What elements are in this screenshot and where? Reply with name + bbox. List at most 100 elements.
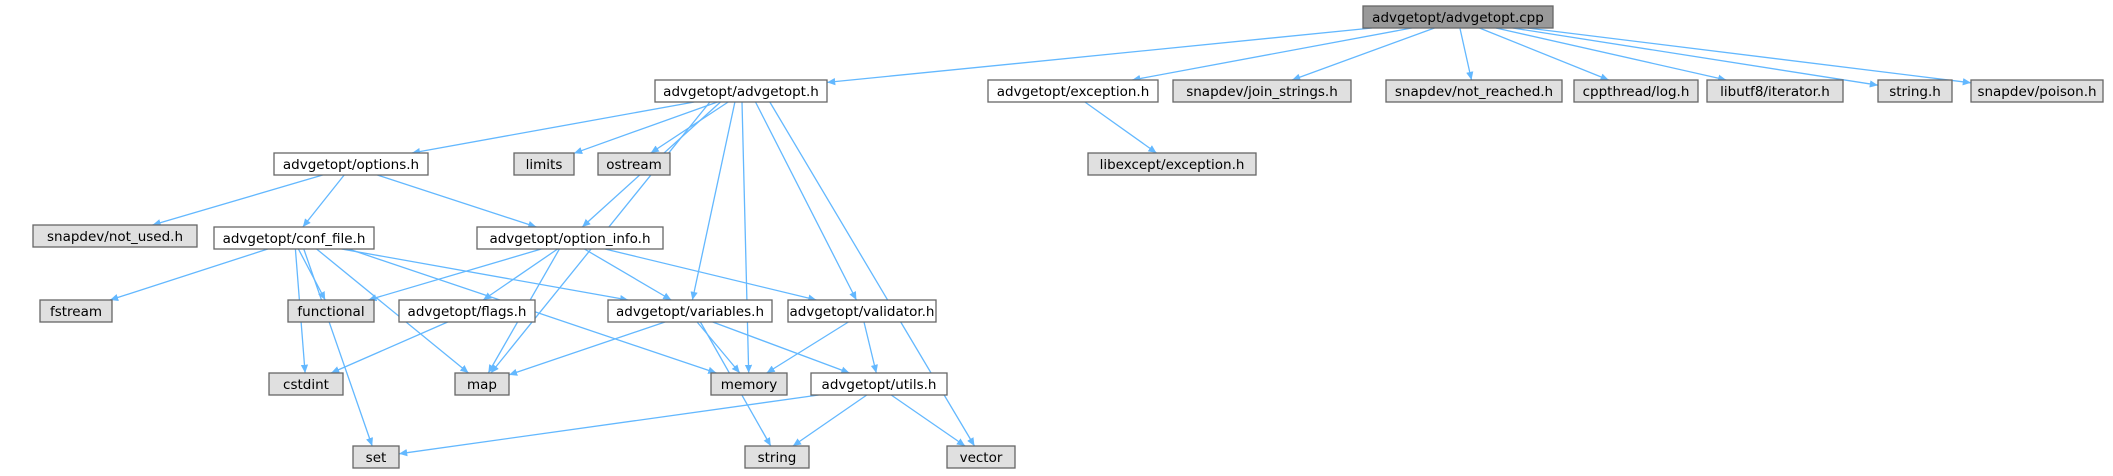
node-string: string — [744, 445, 810, 469]
node-label: string — [758, 450, 797, 466]
edge-root-to-join_strings — [1291, 27, 1435, 81]
node-label: set — [366, 450, 387, 466]
node-utils-h[interactable]: advgetopt/utils.h — [810, 372, 948, 396]
node-exception-h[interactable]: advgetopt/exception.h — [987, 79, 1159, 103]
nodes-layer: advgetopt/advgetopt.cpp advgetopt/advgeto… — [32, 5, 2104, 469]
edge-utils_h-to-string — [792, 394, 868, 447]
node-box — [710, 372, 788, 396]
node-iterator-h: libutf8/iterator.h — [1706, 79, 1844, 103]
node-label: advgetopt/variables.h — [616, 304, 764, 320]
node-not-used: snapdev/not_used.h — [32, 224, 198, 248]
edge-variables_h-to-map — [508, 321, 666, 376]
node-label: memory — [721, 377, 777, 393]
node-box — [1385, 79, 1563, 103]
node-label: snapdev/not_used.h — [47, 229, 183, 245]
node-box — [1172, 79, 1352, 103]
node-fstream: fstream — [39, 299, 113, 323]
node-functional: functional — [287, 299, 375, 323]
node-box — [1970, 79, 2104, 103]
node-box — [987, 79, 1159, 103]
edge-root-to-iterator_h — [1495, 27, 1727, 82]
node-poison-h: snapdev/poison.h — [1970, 79, 2104, 103]
edge-option_info-to-validator_h — [604, 248, 817, 302]
node-variables-h[interactable]: advgetopt/variables.h — [607, 299, 773, 323]
node-flags-h[interactable]: advgetopt/flags.h — [398, 299, 536, 323]
edge-root-to-log_h — [1479, 27, 1609, 81]
node-label: libutf8/iterator.h — [1720, 84, 1830, 100]
node-box — [597, 152, 671, 176]
node-box — [39, 299, 113, 323]
node-validator-h[interactable]: advgetopt/validator.h — [787, 299, 937, 323]
node-box — [1573, 79, 1699, 103]
node-conf-file[interactable]: advgetopt/conf_file.h — [213, 226, 375, 250]
node-box — [1706, 79, 1844, 103]
node-ostream: ostream — [597, 152, 671, 176]
edge-exception_h-to-libexcept — [1084, 101, 1157, 154]
node-label: advgetopt/conf_file.h — [223, 231, 366, 247]
node-map: map — [454, 372, 510, 396]
edge-conf_file-to-functional — [297, 248, 326, 301]
node-libexcept: libexcept/exception.h — [1087, 152, 1257, 176]
node-box — [287, 299, 375, 323]
node-cstdint: cstdint — [268, 372, 344, 396]
node-label: cppthread/log.h — [1583, 84, 1690, 100]
node-box — [744, 445, 810, 469]
edge-conf_file-to-map — [316, 248, 469, 374]
node-label: string.h — [1889, 84, 1941, 100]
edge-root-to-exception_h — [1132, 27, 1412, 83]
node-label: snapdev/poison.h — [1977, 84, 2096, 100]
node-label: cstdint — [283, 377, 329, 393]
edge-option_info-to-functional — [368, 248, 542, 302]
edge-advgetopt_h-to-variables_h — [690, 101, 736, 301]
node-box — [1362, 5, 1554, 29]
node-box — [1087, 152, 1257, 176]
node-option-info[interactable]: advgetopt/option_info.h — [476, 226, 664, 250]
node-label: advgetopt/option_info.h — [489, 231, 650, 247]
node-box — [398, 299, 536, 323]
node-label: vector — [960, 450, 1003, 466]
node-label: ostream — [606, 157, 662, 173]
node-advgetopt-h[interactable]: advgetopt/advgetopt.h — [654, 79, 828, 103]
edge-option_info-to-variables_h — [584, 248, 672, 301]
edge-variables_h-to-utils_h — [712, 321, 850, 374]
node-label: limits — [526, 157, 563, 173]
node-label: fstream — [50, 304, 102, 320]
node-box — [273, 152, 429, 176]
edge-flags_h-to-cstdint — [330, 321, 448, 374]
edge-conf_file-to-set — [303, 248, 373, 447]
node-label: snapdev/join_strings.h — [1186, 84, 1338, 100]
node-label: advgetopt/exception.h — [997, 84, 1150, 100]
node-string-h: string.h — [1877, 79, 1953, 103]
edge-root-to-advgetopt_h — [826, 27, 1373, 86]
node-label: advgetopt/advgetopt.cpp — [1372, 10, 1544, 26]
node-label: advgetopt/utils.h — [822, 377, 937, 393]
edge-root-to-not_reached — [1459, 27, 1474, 81]
node-box — [1877, 79, 1953, 103]
node-box — [32, 224, 198, 248]
node-options-h[interactable]: advgetopt/options.h — [273, 152, 429, 176]
edge-advgetopt_h-to-limits — [573, 101, 718, 154]
edge-options_h-to-option_info — [377, 174, 537, 228]
node-log-h: cppthread/log.h — [1573, 79, 1699, 103]
edge-conf_file-to-fstream — [109, 248, 268, 301]
edge-advgetopt_h-to-options_h — [411, 101, 695, 156]
edge-conf_file-to-variables_h — [341, 248, 629, 303]
edge-validator_h-to-memory — [766, 321, 849, 374]
node-label: libexcept/exception.h — [1100, 157, 1245, 173]
edge-advgetopt_h-to-memory — [741, 101, 753, 374]
node-box — [352, 445, 400, 469]
node-box — [454, 372, 510, 396]
node-memory: memory — [710, 372, 788, 396]
node-label: functional — [297, 304, 364, 320]
node-box — [810, 372, 948, 396]
node-box — [513, 152, 575, 176]
node-box — [213, 226, 375, 250]
node-box — [946, 445, 1016, 469]
node-not-reached: snapdev/not_reached.h — [1385, 79, 1563, 103]
node-box — [268, 372, 344, 396]
node-box — [654, 79, 828, 103]
node-label: advgetopt/validator.h — [790, 304, 935, 320]
node-set: set — [352, 445, 400, 469]
node-label: snapdev/not_reached.h — [1395, 84, 1553, 100]
